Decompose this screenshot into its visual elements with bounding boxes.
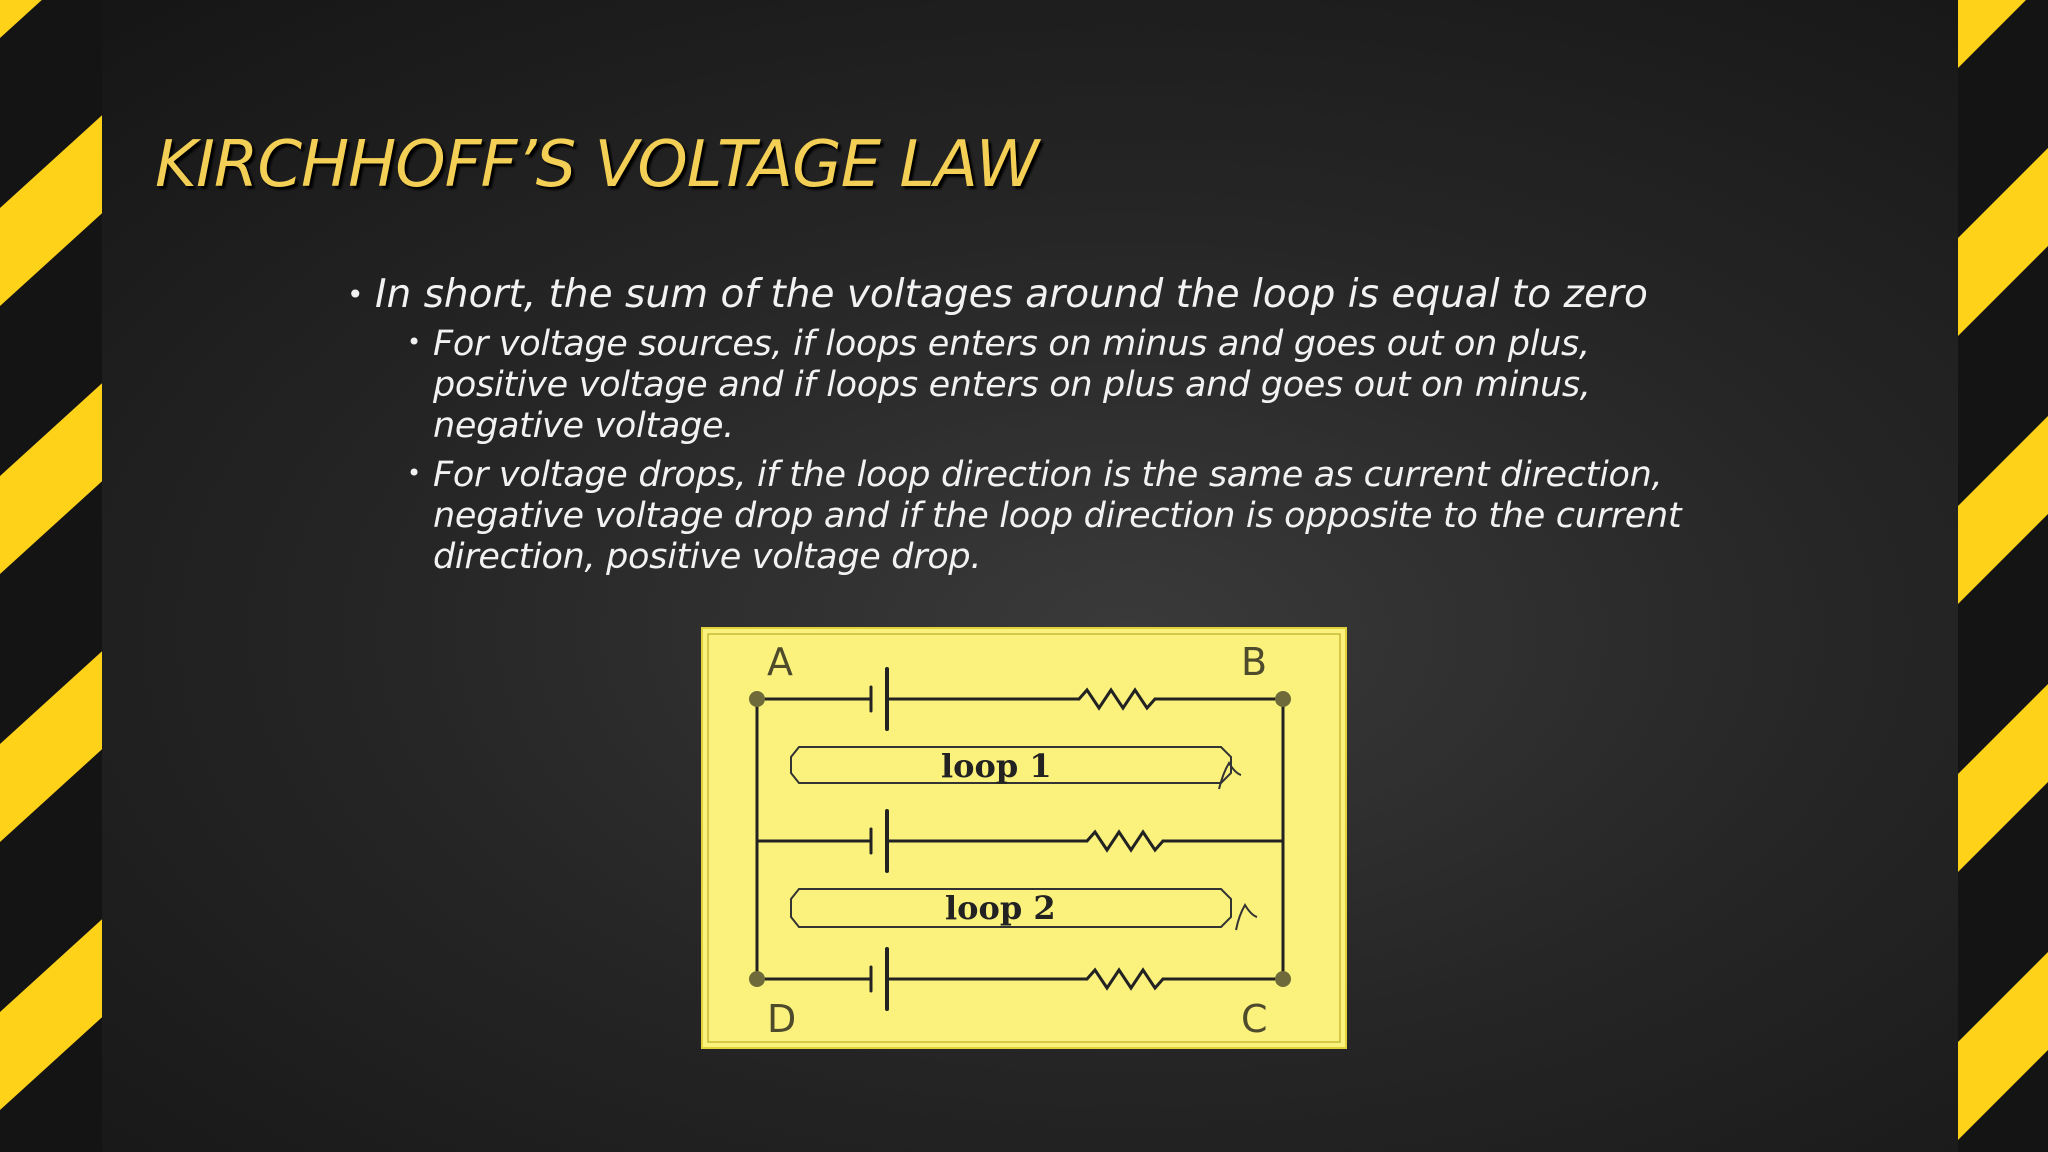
bullet-text: In short, the sum of the voltages around… bbox=[375, 272, 1648, 317]
node-label-a: A bbox=[767, 640, 793, 684]
subbullet-text: For voltage sources, if loops enters on … bbox=[433, 324, 1591, 446]
circuit-diagram: A B D C loop 1 loop 2 bbox=[701, 627, 1347, 1049]
right-hazard-stripes bbox=[1958, 0, 2048, 1152]
loop-2-label: loop 2 bbox=[945, 889, 1056, 927]
node-label-c: C bbox=[1241, 997, 1268, 1041]
bullet-dot: • bbox=[347, 278, 364, 311]
bullet-kvl-summary: • In short, the sum of the voltages arou… bbox=[345, 272, 1685, 318]
loop-1-label: loop 1 bbox=[941, 747, 1052, 785]
node-label-d: D bbox=[767, 997, 796, 1041]
slide-title: KIRCHHOFF’S VOLTAGE LAW bbox=[155, 128, 1039, 202]
bullet-dot: • bbox=[407, 328, 421, 356]
slide-body: • In short, the sum of the voltages arou… bbox=[345, 272, 1685, 578]
bullet-dot: • bbox=[407, 459, 421, 487]
left-hazard-stripes bbox=[0, 0, 102, 1152]
subbullet-voltage-drops: • For voltage drops, if the loop directi… bbox=[403, 455, 1685, 578]
subbullet-text: For voltage drops, if the loop direction… bbox=[433, 455, 1682, 577]
subbullet-voltage-sources: • For voltage sources, if loops enters o… bbox=[403, 324, 1685, 447]
node-label-b: B bbox=[1241, 640, 1267, 684]
